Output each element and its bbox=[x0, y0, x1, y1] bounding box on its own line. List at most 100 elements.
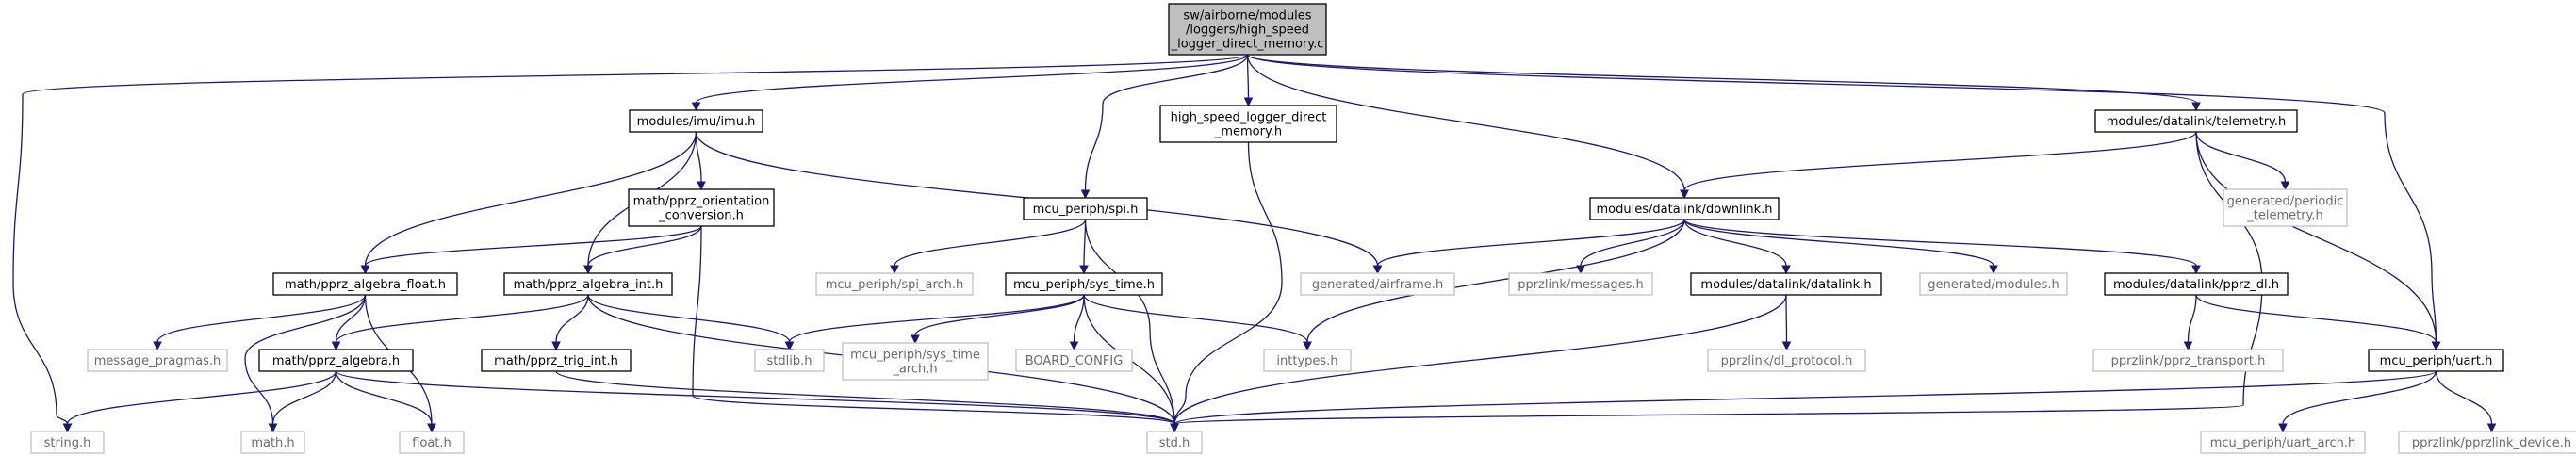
node-label: _logger_direct_memory.c bbox=[1171, 38, 1324, 52]
node-label: math/pprz_algebra.h bbox=[272, 354, 400, 368]
node-aint[interactable]: math/pprz_algebra_int.h bbox=[503, 272, 673, 296]
node-imu[interactable]: modules/imu/imu.h bbox=[629, 109, 763, 133]
edge-line bbox=[1246, 54, 1250, 99]
arrowhead-icon bbox=[360, 265, 370, 275]
edge-line bbox=[364, 131, 697, 267]
node-box bbox=[2398, 431, 2576, 454]
arrowhead-icon bbox=[1069, 341, 1079, 351]
edge-line bbox=[894, 219, 1087, 267]
edge-line bbox=[914, 294, 1085, 336]
node-pprzlinkdev: pprzlink/pprzlink_device.h bbox=[2398, 431, 2576, 454]
node-pprztrans: pprzlink/pprz_transport.h bbox=[2092, 349, 2284, 372]
edge-afloat-to-msgprag bbox=[153, 294, 367, 351]
node-inttypes: inttypes.h bbox=[1263, 349, 1352, 372]
edge-pprzdl-to-pprztrans bbox=[2183, 294, 2197, 351]
arrowhead-icon bbox=[1079, 265, 1089, 275]
arrowhead-icon bbox=[2278, 423, 2288, 433]
node-orient[interactable]: math/pprz_orientation_conversion.h bbox=[628, 188, 775, 227]
node-label: mcu_periph/spi_arch.h bbox=[826, 278, 964, 292]
node-std: std.h bbox=[1146, 431, 1203, 454]
node-stdlib: stdlib.h bbox=[754, 349, 825, 372]
edge-telemetry-to-downlink bbox=[1680, 131, 2197, 200]
edge-line bbox=[156, 294, 367, 343]
node-label: sw/airborne/modules bbox=[1183, 9, 1311, 24]
arrowhead-icon bbox=[784, 341, 795, 351]
node-afloat[interactable]: math/pprz_algebra_float.h bbox=[272, 272, 458, 296]
edge-downlink-to-airframe bbox=[1372, 219, 1685, 275]
edge-downlink-to-pprzdl bbox=[1683, 219, 2201, 275]
node-label: string.h bbox=[44, 436, 91, 450]
node-label: generated/modules.h bbox=[1928, 278, 2059, 292]
edge-systime-to-systimearch bbox=[911, 294, 1085, 345]
arrowhead-icon bbox=[583, 265, 593, 275]
node-box bbox=[629, 109, 763, 133]
edge-line bbox=[1173, 141, 1283, 425]
arrowhead-icon bbox=[427, 423, 436, 433]
edge-line bbox=[1173, 370, 2437, 425]
node-trig[interactable]: math/pprz_trig_int.h bbox=[481, 349, 632, 372]
edge-aint-to-algebra bbox=[331, 294, 589, 351]
edge-aint-to-trig bbox=[551, 294, 589, 351]
edge-line bbox=[1246, 54, 2437, 343]
edge-line bbox=[587, 294, 791, 343]
node-periodic: generated/periodic_telemetry.h bbox=[2223, 188, 2348, 227]
node-uart[interactable]: mcu_periph/uart.h bbox=[2368, 349, 2504, 372]
node-box bbox=[754, 349, 825, 372]
edge-uart-to-uartarch bbox=[2278, 370, 2437, 433]
edge-spi-to-std bbox=[1084, 219, 1179, 433]
node-box bbox=[240, 431, 305, 454]
node-label: pprzlink/pprz_transport.h bbox=[2111, 354, 2266, 368]
edge-line bbox=[244, 294, 367, 425]
arrowhead-icon bbox=[1781, 265, 1791, 275]
node-label: stdlib.h bbox=[767, 354, 812, 368]
node-systime[interactable]: mcu_periph/sys_time.h bbox=[1005, 272, 1163, 296]
node-label: modules/datalink/downlink.h bbox=[1597, 203, 1773, 217]
node-box bbox=[258, 349, 414, 372]
edge-line bbox=[271, 370, 337, 425]
node-systimearch: mcu_periph/sys_time_arch.h bbox=[842, 342, 989, 381]
edge-line bbox=[1785, 294, 1788, 343]
node-datalink[interactable]: modules/datalink/datalink.h bbox=[1690, 272, 1882, 296]
node-label: inttypes.h bbox=[1276, 354, 1337, 368]
node-box bbox=[2200, 431, 2366, 454]
edge-orient-to-aint bbox=[583, 225, 702, 275]
arrowhead-icon bbox=[551, 341, 561, 351]
node-airframe: generated/airframe.h bbox=[1300, 272, 1455, 296]
node-box bbox=[1300, 272, 1455, 296]
arrowhead-icon bbox=[691, 102, 701, 112]
node-box bbox=[1023, 197, 1148, 220]
edge-downlink-to-modules bbox=[1683, 219, 1998, 275]
edge-line bbox=[788, 294, 1085, 343]
edge-root-to-telemetry bbox=[1246, 54, 2201, 112]
node-label: modules/imu/imu.h bbox=[637, 115, 756, 129]
arrowhead-icon bbox=[2191, 265, 2201, 275]
node-root[interactable]: sw/airborne/modules/loggers/high_speed_l… bbox=[1168, 3, 1327, 56]
node-label: generated/periodic bbox=[2227, 195, 2344, 209]
arrowhead-icon bbox=[2191, 102, 2201, 112]
edge-telemetry-to-periodic bbox=[2195, 131, 2290, 191]
node-algebra[interactable]: math/pprz_algebra.h bbox=[258, 349, 414, 372]
edge-pprzdl-to-uart bbox=[2195, 294, 2441, 351]
arrowhead-icon bbox=[1781, 341, 1792, 351]
edge-aint-to-stdlib bbox=[587, 294, 795, 351]
edge-line bbox=[555, 370, 1175, 425]
node-label: math/pprz_orientation bbox=[633, 195, 770, 209]
node-telemetry[interactable]: modules/datalink/telemetry.h bbox=[2094, 109, 2298, 133]
node-pprzdl[interactable]: modules/datalink/pprz_dl.h bbox=[2104, 272, 2289, 296]
arrowhead-icon bbox=[1170, 423, 1179, 433]
edge-line bbox=[364, 225, 702, 267]
edge-line bbox=[555, 294, 589, 343]
edge-line bbox=[2282, 370, 2437, 425]
arrowhead-icon bbox=[1303, 341, 1312, 351]
arrowhead-icon bbox=[2280, 181, 2290, 191]
node-box bbox=[1508, 272, 1653, 296]
edge-downlink-to-inttypes bbox=[1303, 219, 1685, 351]
node-label: mcu_periph/uart_arch.h bbox=[2210, 436, 2356, 450]
edge-root-to-hsl bbox=[1243, 54, 1254, 107]
node-messages: pprzlink/messages.h bbox=[1508, 272, 1653, 296]
node-spi[interactable]: mcu_periph/spi.h bbox=[1023, 197, 1148, 220]
node-hsl[interactable]: high_speed_logger_direct_memory.h bbox=[1159, 105, 1337, 143]
node-box bbox=[1263, 349, 1352, 372]
node-dlproto: pprzlink/dl_protocol.h bbox=[1707, 349, 1866, 372]
node-downlink[interactable]: modules/datalink/downlink.h bbox=[1589, 197, 1780, 220]
